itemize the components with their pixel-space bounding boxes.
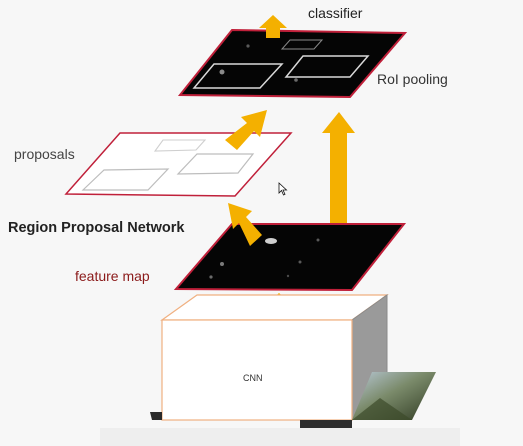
- proposal-box: [176, 153, 255, 175]
- proposal-box: [81, 168, 170, 191]
- cnn-box: [150, 294, 436, 428]
- roi-region: [280, 39, 324, 50]
- roi-region: [284, 55, 370, 78]
- arrow-feature-to-roi: [322, 112, 355, 242]
- roi-region: [192, 63, 284, 89]
- cursor-icon: [278, 182, 288, 196]
- cnn-box-front: [161, 319, 353, 421]
- arrow-to-classifier: [259, 15, 287, 38]
- cnn-label: CNN: [243, 373, 263, 383]
- roi-pooling-label: RoI pooling: [377, 71, 448, 87]
- rpn-label: Region Proposal Network: [8, 220, 185, 236]
- arrow-proposals-to-roi: [225, 110, 267, 150]
- proposals-label: proposals: [14, 146, 75, 162]
- classifier-label: classifier: [308, 5, 363, 21]
- arrow-feature-to-proposals: [228, 203, 262, 246]
- feature-map-label: feature map: [75, 268, 150, 284]
- roi-pooling-map: [177, 28, 408, 99]
- bottom-shadow-strip: [100, 428, 460, 446]
- cnn-box-top: [160, 294, 389, 321]
- proposals-plane: [64, 132, 293, 197]
- feature-map: [173, 223, 407, 292]
- proposal-box: [153, 139, 207, 152]
